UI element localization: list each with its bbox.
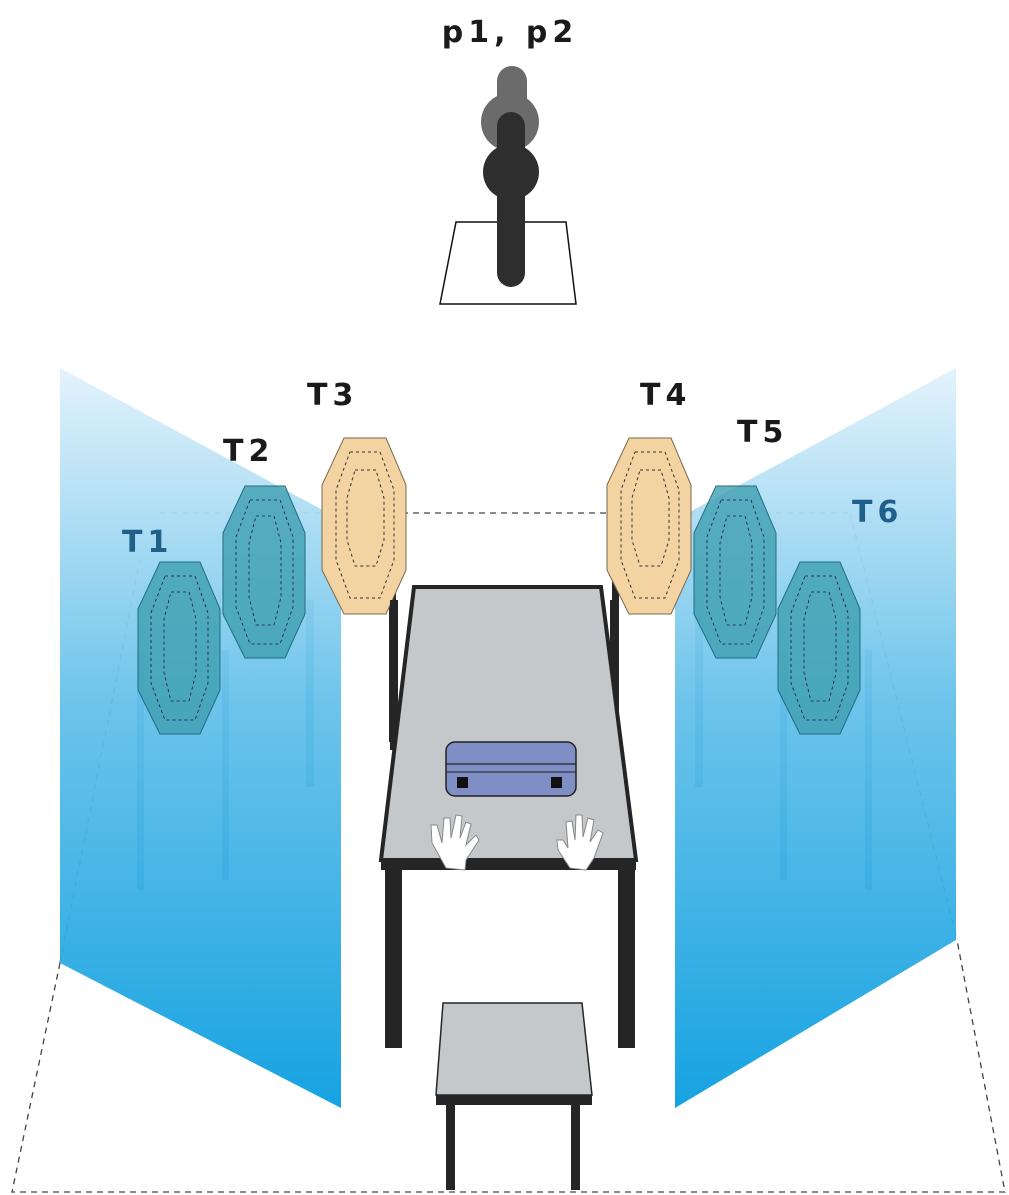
stool (435, 1002, 593, 1190)
shooter-label: p1, p2 (442, 15, 579, 50)
target-T6 (777, 561, 861, 735)
shooter-position (439, 66, 577, 305)
case (445, 741, 577, 797)
target-T4 (606, 437, 692, 615)
target-label-T1: T1 (122, 525, 173, 560)
left-wall (60, 368, 341, 1108)
table-leg (385, 868, 402, 1048)
target-label-T4: T4 (640, 378, 691, 413)
target-label-T5: T5 (737, 415, 788, 450)
target-T3 (321, 437, 407, 615)
glove-left (430, 814, 480, 871)
glove-right (556, 814, 604, 871)
table (378, 585, 639, 1048)
table-top (378, 585, 639, 862)
shooter-figure-front (483, 112, 539, 287)
target-T5 (693, 485, 777, 659)
target-label-T3: T3 (307, 378, 358, 413)
table-leg (390, 600, 398, 750)
table-front-edge (381, 860, 636, 870)
table-leg (618, 868, 635, 1048)
target-label-T2: T2 (223, 434, 274, 469)
right-wall (675, 368, 956, 1108)
target-T2 (222, 485, 306, 659)
target-T1 (137, 561, 221, 735)
target-label-T6: T6 (852, 495, 903, 530)
